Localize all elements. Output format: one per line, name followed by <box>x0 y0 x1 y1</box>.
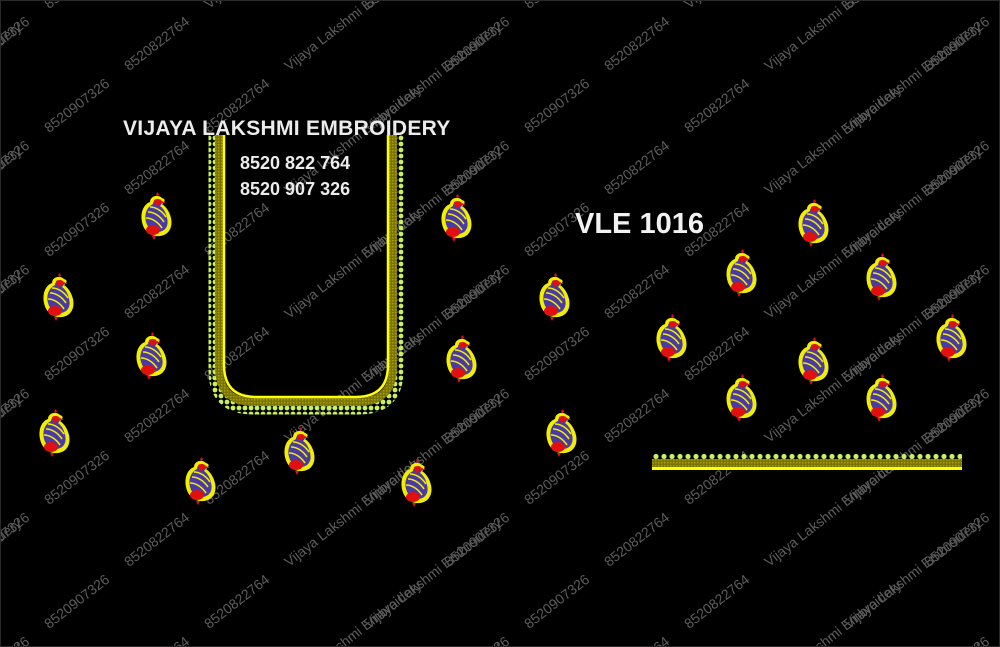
watermark-text: 8520822764 <box>601 509 673 570</box>
swan-icon <box>34 407 74 459</box>
watermark-text: 8520907326 <box>921 633 992 646</box>
watermark-text: 8520822764 <box>681 75 753 136</box>
watermark-text: 8520907326 <box>0 137 33 198</box>
watermark-text: 8520907326 <box>921 137 993 198</box>
watermark-text: 8520907326 <box>41 571 113 632</box>
watermark-text: Vijaya Lakshmi Embroidery <box>1 639 24 646</box>
neckline-border <box>208 135 404 415</box>
watermark-text: Vijaya Lakshmi Embroidery <box>841 142 985 260</box>
swan-icon <box>396 457 436 509</box>
watermark-text: 8520907326 <box>441 261 513 322</box>
phone-number-1: 8520 822 764 <box>240 153 351 173</box>
swan-icon <box>38 271 78 323</box>
watermark-text: 8520907326 <box>41 75 113 136</box>
watermark-text: Vijaya Lakshmi Embroidery <box>761 0 905 74</box>
watermark-text: 8520822764 <box>121 261 193 322</box>
watermark-text: Vijaya Lakshmi Embroidery <box>841 514 985 632</box>
watermark-text: 8520822764 <box>121 509 193 570</box>
watermark-text: 8520907326 <box>921 509 993 570</box>
watermark-text: 8520907326 <box>361 1 432 12</box>
watermark-text: 8520907326 <box>1 633 32 646</box>
watermark-text: 8520822764 <box>121 385 193 446</box>
swan-icon <box>793 335 833 387</box>
watermark-text: 8520907326 <box>0 509 33 570</box>
watermark-text: 8520907326 <box>0 13 33 74</box>
watermark-text: 8520907326 <box>441 385 513 446</box>
watermark-text: 8520907326 <box>921 13 993 74</box>
watermark-text: Vijaya Lakshmi Embroidery <box>0 18 25 136</box>
watermark-text: 8520907326 <box>521 323 593 384</box>
watermark-text: Vijaya Lakshmi Embroidery <box>0 514 25 632</box>
swan-icon <box>651 312 691 364</box>
watermark-text: 8520907326 <box>521 571 593 632</box>
watermark-text: Vijaya Lakshmi Embroidery <box>361 514 505 632</box>
watermark-text: Vijaya Lakshmi Embroidery <box>281 576 425 647</box>
swan-icon <box>436 192 476 244</box>
watermark-text: Vijaya Lakshmi Embroidery <box>761 576 905 647</box>
watermark-text: 8520907326 <box>441 509 513 570</box>
watermark-text: Vijaya Lakshmi Embroidery <box>841 18 985 136</box>
watermark-text: 8520822764 <box>121 137 193 198</box>
swan-icon <box>721 372 761 424</box>
swan-icon <box>279 425 319 477</box>
watermark-text: 8520822764 <box>121 13 193 74</box>
watermark-text: 8520907326 <box>0 385 33 446</box>
watermark-text: 8520907326 <box>41 323 113 384</box>
swan-icon <box>534 271 574 323</box>
watermark-text: 8520907326 <box>41 199 113 260</box>
watermark-text: 8520822764 <box>601 13 673 74</box>
phone-number-2: 8520 907 326 <box>240 179 351 199</box>
watermark-text: 8520822764 <box>681 571 753 632</box>
watermark-text: Vijaya Lakshmi Embroidery <box>361 639 504 646</box>
brand-title: VIJAYA LAKSHMI EMBROIDERY <box>123 117 451 140</box>
watermark-text: 8520907326 <box>521 75 593 136</box>
watermark-text: 8520822764 <box>521 1 592 12</box>
swan-icon <box>131 330 171 382</box>
swan-icon <box>793 197 833 249</box>
watermark-text: Vijaya Lakshmi Embroidery <box>681 1 824 12</box>
watermark-text: 8520907326 <box>0 261 33 322</box>
watermark-text: 8520822764 <box>601 385 673 446</box>
swan-icon <box>441 333 481 385</box>
design-code: VLE 1016 <box>575 208 704 240</box>
swan-icon <box>721 247 761 299</box>
watermark-text: Vijaya Lakshmi Embroidery <box>281 0 425 74</box>
watermark-text: Vijaya Lakshmi Embroidery <box>0 266 25 384</box>
swan-icon <box>861 251 901 303</box>
swan-icon <box>861 372 901 424</box>
swan-icon <box>931 312 971 364</box>
swan-icon <box>541 407 581 459</box>
sleeve-border <box>652 453 962 470</box>
watermark-text: 8520907326 <box>921 385 993 446</box>
watermark-text: 8520822764 <box>601 633 672 646</box>
watermark-text: Vijaya Lakshmi Embroidery <box>201 1 344 12</box>
watermark-text: 8520822764 <box>41 1 112 12</box>
watermark-text: Vijaya Lakshmi Embroidery <box>0 390 25 508</box>
watermark-text: Vijaya Lakshmi Embroidery <box>0 142 25 260</box>
watermark-text: 8520907326 <box>441 13 513 74</box>
watermark-text: 8520907326 <box>441 633 512 646</box>
watermark-text: Vijaya Lakshmi Embroidery <box>841 639 984 646</box>
watermark-text: 8520822764 <box>201 571 273 632</box>
watermark-text: 8520822764 <box>601 137 673 198</box>
watermark-text: Vijaya Lakshmi Embroidery <box>761 80 905 198</box>
swan-icon <box>180 455 220 507</box>
swan-icon <box>136 190 176 242</box>
watermark-text: 8520907326 <box>441 137 513 198</box>
watermark-text: 8520907326 <box>841 1 912 12</box>
watermark-text: 8520822764 <box>121 633 192 646</box>
